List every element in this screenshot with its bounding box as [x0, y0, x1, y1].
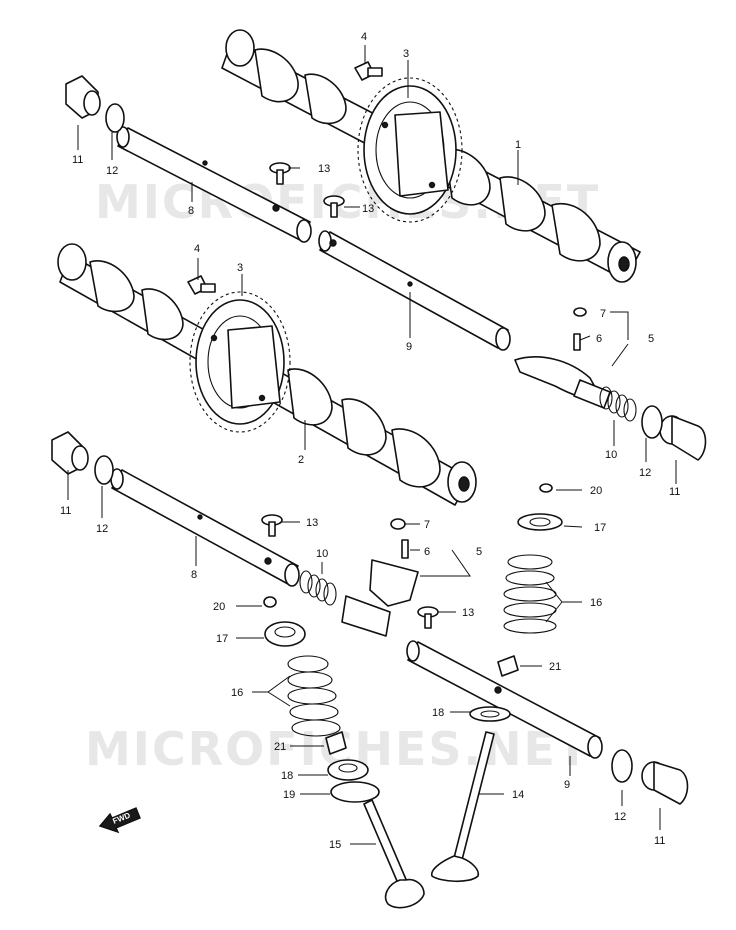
plug-11-middle-left — [51, 431, 89, 475]
callout-20-left: 20 — [213, 601, 225, 613]
callout-7-lower: 7 — [424, 519, 430, 531]
seat-18-left — [327, 759, 369, 781]
callout-13-b: 13 — [362, 203, 374, 215]
callout-13-c: 13 — [306, 517, 318, 529]
screw-13-c — [261, 514, 283, 537]
valve-spring-16-right — [503, 554, 557, 634]
rocker-arm-upper — [514, 356, 611, 409]
seat-18-right — [469, 706, 511, 722]
callout-6-lower: 6 — [424, 546, 430, 558]
callout-6-upper: 6 — [596, 333, 602, 345]
callout-10-lower: 10 — [316, 548, 328, 560]
callout-11-right-upper: 11 — [669, 486, 680, 498]
rocker-shaft-8-upper — [116, 126, 312, 243]
callout-17-right: 17 — [594, 522, 606, 534]
callout-labels: 1 2 3 3 4 4 5 5 6 6 7 7 8 8 9 9 10 10 11… — [60, 31, 680, 851]
cotter-20-right — [539, 483, 553, 493]
callout-11-right-lower: 11 — [654, 835, 665, 847]
valve-15 — [363, 799, 425, 909]
callout-18-right: 18 — [432, 707, 444, 719]
callout-9-upper: 9 — [406, 341, 412, 353]
leader-lines — [67, 45, 677, 845]
callout-15: 15 — [329, 839, 341, 851]
plug-11-upper-left — [65, 75, 101, 119]
callout-12-middle-left: 12 — [96, 523, 108, 535]
callout-9-lower: 9 — [564, 779, 570, 791]
nut-7-upper — [573, 307, 587, 317]
callout-11-middle-left: 11 — [60, 505, 71, 517]
valve-spring-16-left — [287, 655, 341, 737]
rocker-shaft-8-lower — [110, 468, 300, 587]
screw-13-d — [417, 606, 439, 629]
bolt-upper — [354, 61, 383, 81]
seal-21-right — [497, 655, 519, 677]
callout-13-d: 13 — [462, 607, 474, 619]
callout-10-upper: 10 — [605, 449, 617, 461]
callout-21-right: 21 — [549, 661, 561, 673]
washer-19 — [330, 781, 380, 803]
callout-17-left: 17 — [216, 633, 228, 645]
callout-2: 2 — [298, 454, 304, 466]
callout-1: 1 — [515, 139, 521, 151]
callout-8-upper: 8 — [188, 205, 194, 217]
washer-12-middle-left — [94, 455, 114, 485]
screw-13-b — [323, 195, 345, 218]
callout-20-right: 20 — [590, 485, 602, 497]
callout-4-lower: 4 — [194, 243, 200, 255]
callout-12-upper-left: 12 — [106, 165, 118, 177]
washer-12-right-lower — [611, 749, 633, 783]
rocker-shaft-9-lower — [406, 640, 603, 759]
adjuster-6-upper — [573, 333, 581, 351]
callout-16-right: 16 — [590, 597, 602, 609]
washer-12-upper-left — [105, 103, 125, 133]
callout-14: 14 — [512, 789, 524, 801]
retainer-17-left — [264, 621, 306, 647]
plug-11-right-lower — [641, 761, 689, 805]
callout-5-upper: 5 — [648, 333, 654, 345]
screw-13-a — [269, 162, 291, 185]
spring-10-lower — [299, 570, 337, 606]
callout-12-right-upper: 12 — [639, 467, 651, 479]
plug-11-right-upper — [659, 415, 707, 461]
valve-14 — [430, 731, 495, 883]
callout-7-upper: 7 — [600, 308, 606, 320]
rocker-shaft-9-upper — [318, 230, 511, 351]
sprocket-upper — [357, 77, 463, 223]
callout-19: 19 — [283, 789, 295, 801]
callout-18-left: 18 — [281, 770, 293, 782]
forward-arrow-marker: FWD — [98, 807, 141, 834]
rocker-arm-lower — [341, 559, 419, 637]
callout-13-a: 13 — [318, 163, 330, 175]
callout-8-lower: 8 — [191, 569, 197, 581]
bolt-lower — [187, 275, 216, 295]
washer-12-right-upper — [641, 405, 663, 439]
cotter-20-left — [263, 596, 277, 608]
sprocket-lower — [189, 291, 291, 433]
callout-4-upper: 4 — [361, 31, 367, 43]
callout-12-right-lower: 12 — [614, 811, 626, 823]
callout-21-left: 21 — [274, 741, 286, 753]
callout-11-upper-left: 11 — [72, 154, 83, 166]
callout-3-lower: 3 — [237, 262, 243, 274]
callout-3-upper: 3 — [403, 48, 409, 60]
retainer-17-right — [517, 513, 563, 531]
adjuster-6-lower — [401, 539, 409, 559]
spring-10-upper — [599, 386, 637, 422]
nut-7-lower — [390, 518, 406, 530]
callout-5-lower: 5 — [476, 546, 482, 558]
seal-21-left — [325, 731, 347, 755]
callout-16-left: 16 — [231, 687, 243, 699]
